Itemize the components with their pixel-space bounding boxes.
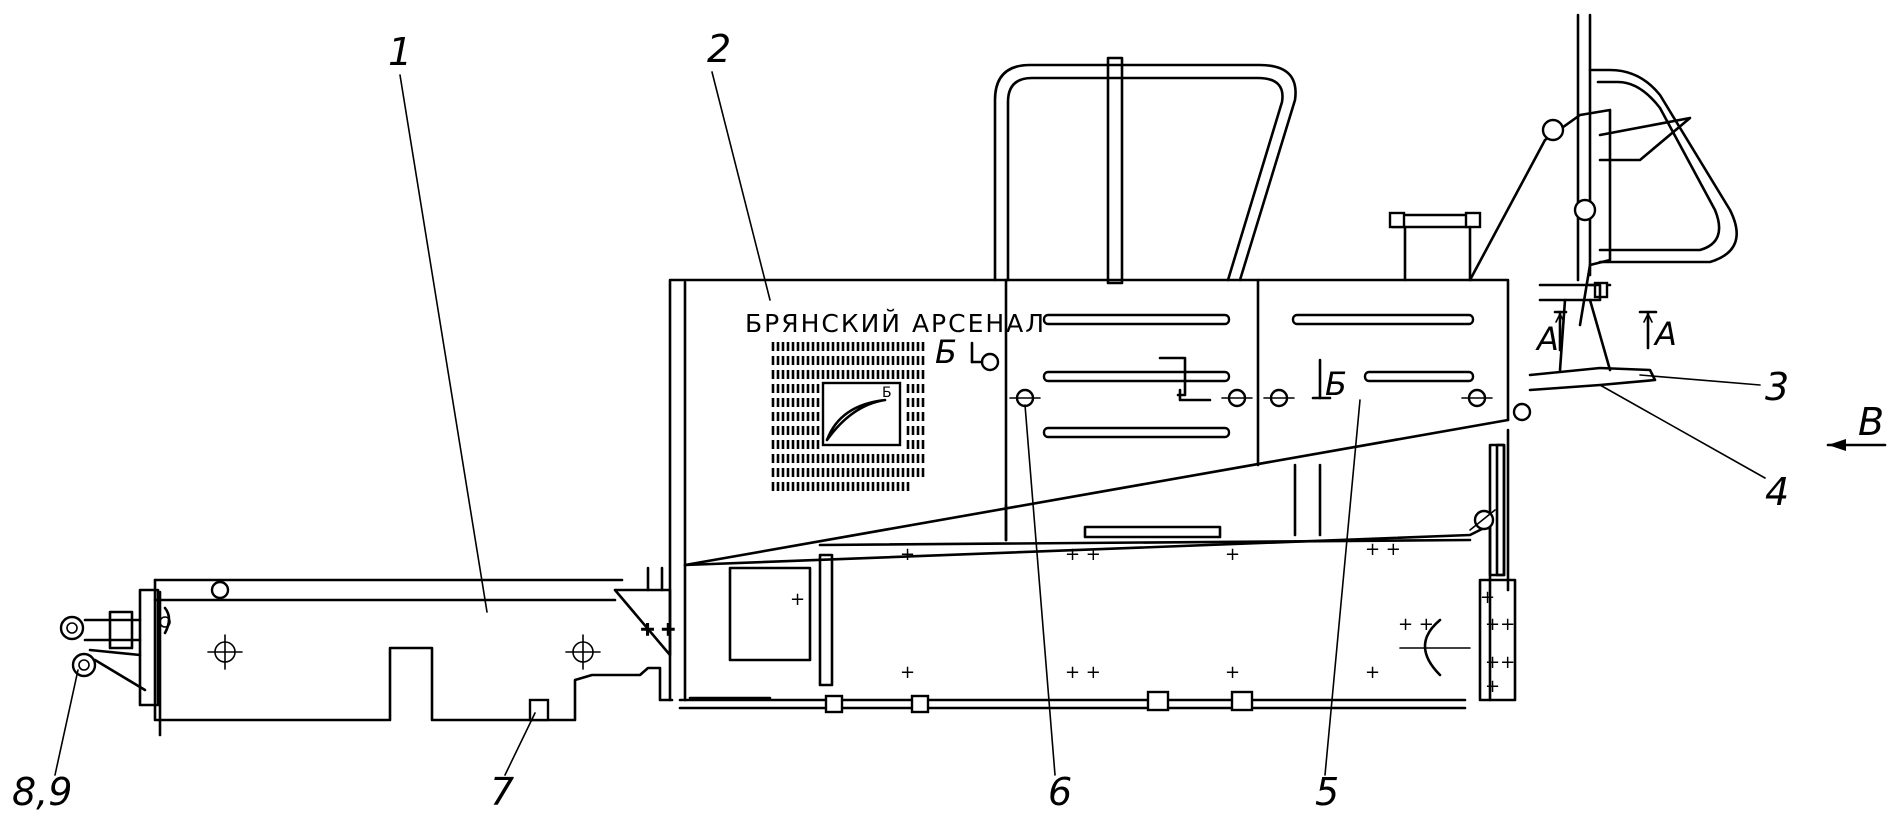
machine-body: + + + + + + + + + + + + + + + ++ ++ + [528,278,1517,722]
brand-label: БРЯНСКИЙ АРСЕНАЛ [745,309,1046,338]
section-line-b [970,341,1332,402]
section-mark-a-left: А [1535,320,1559,358]
callout-3: 3 [1765,365,1789,409]
leader-lines [54,71,1766,776]
callout-7: 7 [490,770,514,814]
view-arrow [1826,439,1887,451]
svg-text:+: + [1225,662,1240,683]
svg-text:+: + [1225,544,1240,565]
callout-5: 5 [1315,770,1339,814]
view-label: В [1858,400,1884,444]
front-grille: Б [771,342,925,491]
svg-text:+: + [1480,587,1495,608]
svg-text:+: + [1485,676,1500,697]
svg-text:+ +: + + [1065,662,1101,683]
svg-text:+ +: + + [640,619,676,640]
callout-2: 2 [707,27,731,71]
handrail [993,56,1297,285]
drawbar-frame: + + [59,566,677,737]
svg-text:+: + [900,662,915,683]
section-mark-b-upper: Б [935,333,957,371]
rear-assembly [1388,13,1738,592]
svg-text:+: + [900,544,915,565]
svg-text:+ +: + + [1365,539,1401,560]
section-mark-a-right: А [1653,315,1677,353]
svg-text:++: ++ [1485,614,1515,635]
callout-8-9: 8,9 [12,770,72,814]
svg-text:+: + [790,589,805,610]
svg-text:+ +: + + [1398,614,1434,635]
svg-text:+ +: + + [1065,544,1101,565]
svg-text:++: ++ [1485,652,1515,673]
callout-4: 4 [1765,470,1789,514]
logo-letter: Б [882,385,892,401]
callout-6: 6 [1048,770,1072,814]
callout-1: 1 [388,30,412,74]
svg-text:+: + [1365,662,1380,683]
section-mark-b-lower: Б [1325,365,1347,403]
side-vent-slots [1042,313,1475,439]
panel-bolts [980,352,1493,408]
